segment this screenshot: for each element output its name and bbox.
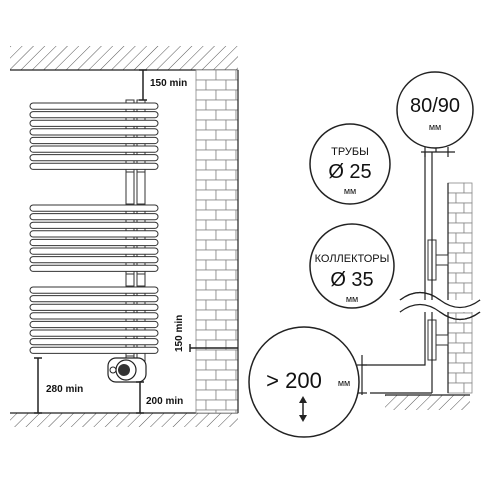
front-view: 150 min 150 min 280 min 200 min: [10, 46, 239, 427]
rail-bar: [29, 312, 159, 320]
collectors-label: КОЛЛЕКТОРЫ: [315, 253, 390, 265]
dim-bottom-right-label: 200 min: [146, 396, 183, 407]
floor-gap-unit: мм: [338, 378, 350, 388]
dim-top-label: 150 min: [150, 78, 187, 89]
side-wall: [195, 69, 239, 414]
rail-bar: [29, 119, 159, 127]
rail-bar: [29, 204, 159, 212]
towel-rail-bars: [29, 102, 159, 361]
pipes-unit: мм: [344, 186, 356, 196]
pipes-value: Ø 25: [328, 161, 371, 183]
rail-bar: [29, 346, 159, 354]
side-view: 80/90 мм ТРУБЫ Ø 25 мм КОЛЛЕКТОРЫ Ø 35 м…: [248, 71, 481, 438]
rail-bar: [29, 145, 159, 153]
pipes-callout: ТРУБЫ Ø 25 мм: [309, 123, 391, 205]
floor: [10, 413, 238, 427]
dim-side-clearance: 150 min: [174, 315, 238, 352]
rail-bar: [29, 136, 159, 145]
collectors-callout: КОЛЛЕКТОРЫ Ø 35 мм: [309, 223, 395, 309]
rail-bar: [29, 213, 159, 221]
rail-bar: [29, 303, 159, 311]
double-arrow-icon: [299, 396, 307, 422]
collectors-unit: мм: [346, 294, 358, 304]
rail-bar: [29, 286, 159, 294]
rail-bar: [29, 162, 159, 170]
wall-gap-unit: мм: [429, 122, 441, 132]
wall-gap-callout: 80/90 мм: [396, 71, 474, 149]
rail-bar: [29, 128, 159, 136]
rail-bar: [29, 264, 159, 272]
floor-gap-value: > 200: [266, 368, 322, 393]
dim-bottom-left-label: 280 min: [46, 384, 83, 395]
dim-bottom-left-clearance: 280 min: [34, 357, 83, 414]
rail-bar: [29, 221, 159, 229]
rail-bar: [29, 238, 159, 247]
rail-bar: [29, 295, 159, 303]
rail-bar: [29, 320, 159, 329]
pipes-label: ТРУБЫ: [331, 146, 369, 158]
dim-top-clearance: 150 min: [139, 69, 187, 101]
rail-bar: [29, 329, 159, 337]
side-view-wall: [447, 182, 473, 394]
wall-gap-value: 80/90: [410, 95, 460, 117]
collectors-value: Ø 35: [330, 269, 373, 291]
dim-side-label: 150 min: [174, 315, 185, 352]
rail-bar: [29, 247, 159, 255]
rail-bar: [29, 102, 159, 110]
floor-gap-callout: > 200 мм: [248, 326, 360, 438]
rail-bar: [29, 256, 159, 264]
ceiling: [10, 46, 238, 70]
rail-bar: [29, 111, 159, 119]
rail-bar: [29, 154, 159, 162]
dim-bottom-right-clearance: 200 min: [136, 381, 183, 414]
rail-bar: [29, 230, 159, 238]
rail-bar: [29, 338, 159, 346]
